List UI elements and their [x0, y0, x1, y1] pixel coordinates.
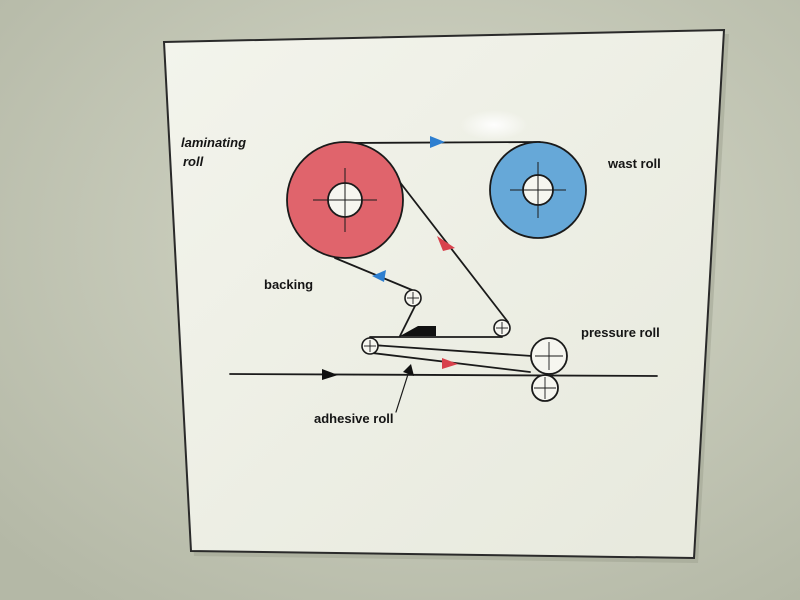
- label-laminating-line1: laminating: [181, 135, 246, 150]
- arrow-blue-top: [430, 136, 445, 148]
- arrow-red-lower: [442, 358, 458, 369]
- substrate-line: [229, 373, 658, 377]
- peel-plate: [400, 326, 436, 336]
- diagram-panel: [162, 28, 726, 560]
- glare-reflection: [460, 110, 528, 140]
- web-line-lower-top: [371, 344, 533, 357]
- arrow-black-substrate: [322, 369, 338, 380]
- pressure-roll-crosshairs: [534, 342, 563, 399]
- label-wast-roll: wast roll: [607, 156, 661, 171]
- label-pressure-roll: pressure roll: [581, 325, 660, 340]
- label-backing: backing: [264, 277, 313, 292]
- arrow-black-adhesive: [403, 364, 414, 376]
- web-line-backing: [334, 257, 413, 291]
- arrow-red-diagonal: [437, 236, 455, 251]
- arrow-blue-backing: [372, 270, 386, 282]
- label-laminating-line2: roll: [183, 154, 204, 169]
- laminating-roll: [286, 141, 404, 259]
- guide-roller-crosshairs: [364, 292, 508, 352]
- wast-roll: [489, 141, 587, 239]
- label-adhesive-roll: adhesive roll: [314, 411, 393, 426]
- adhesive-pointer: [395, 367, 411, 413]
